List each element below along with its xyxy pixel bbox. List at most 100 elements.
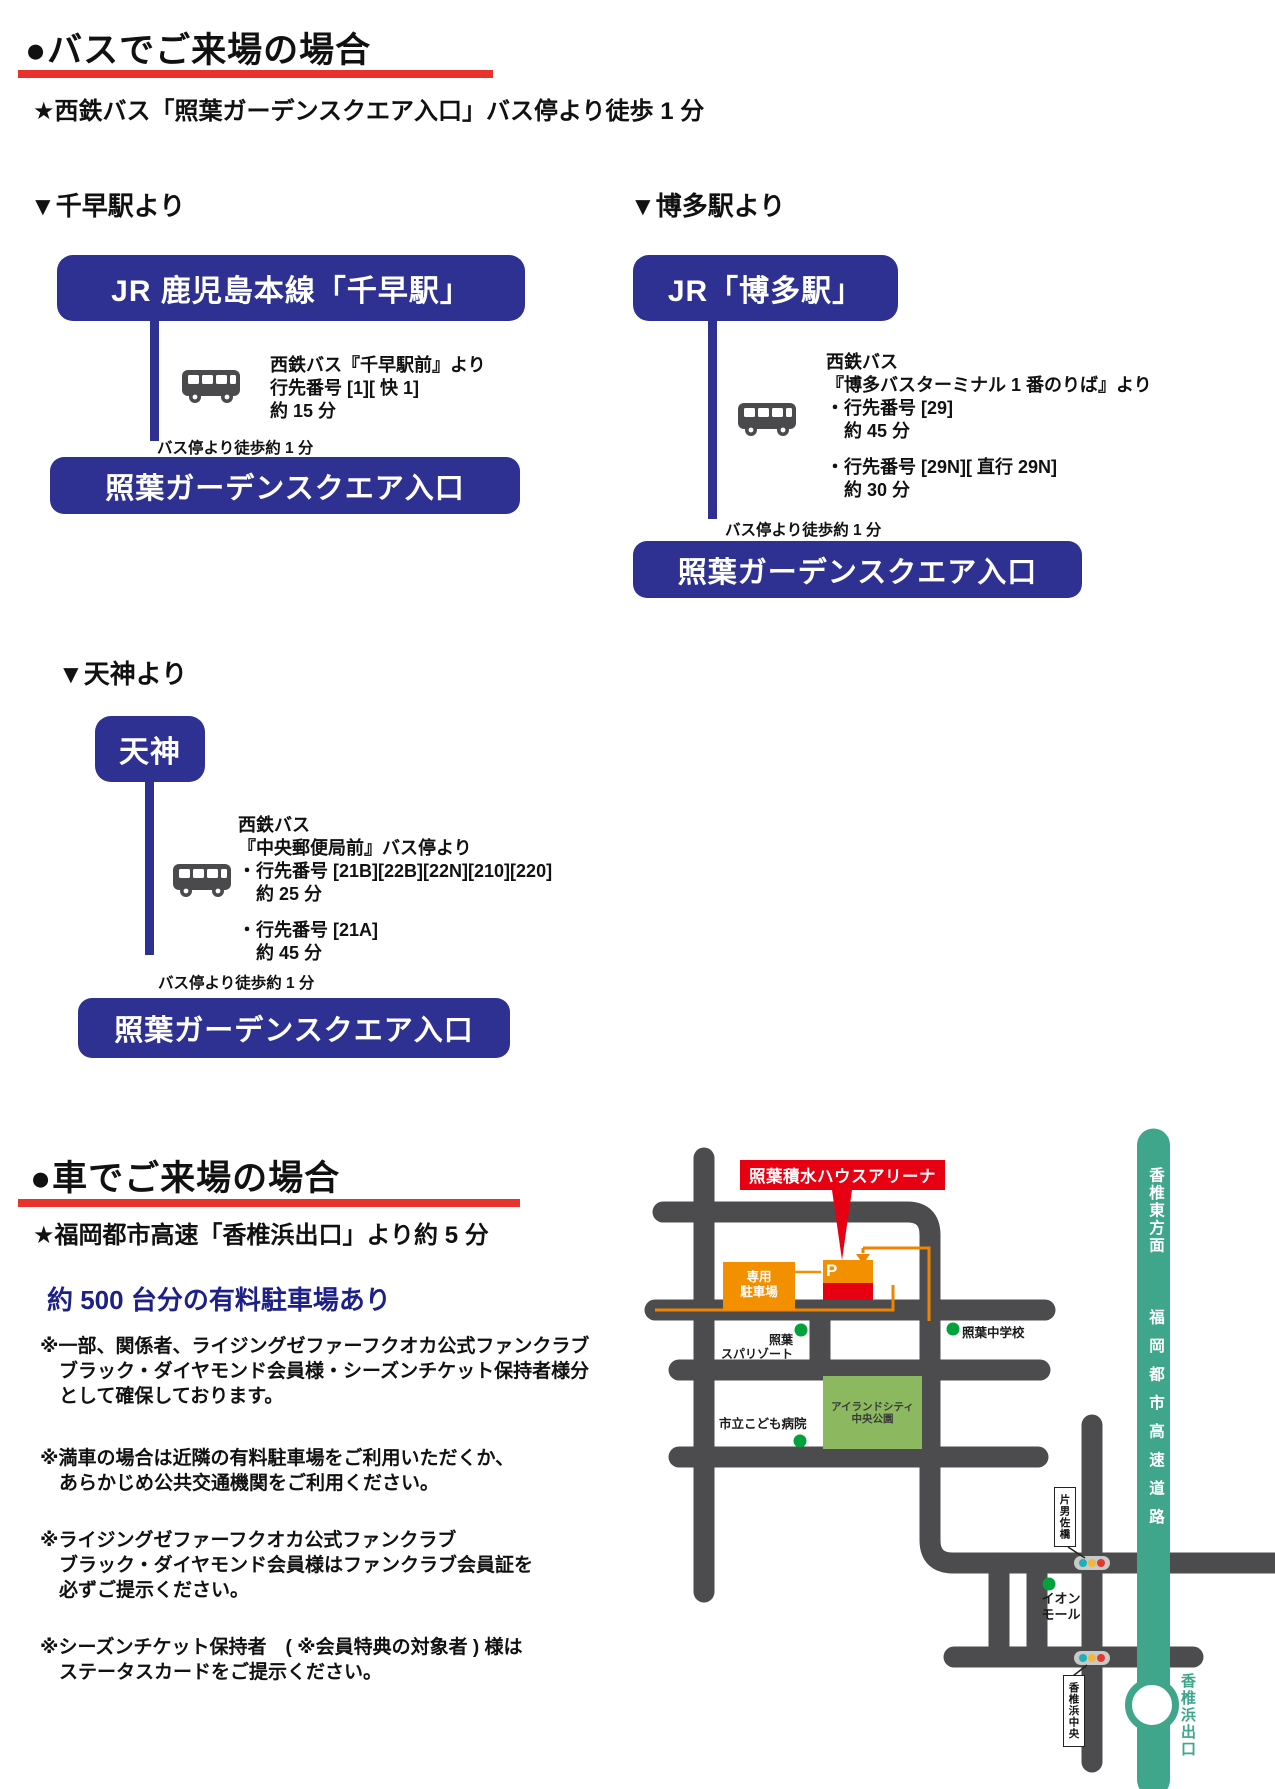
note-line: として確保しております。 <box>40 1386 284 1407</box>
label-line: 専用 <box>746 1270 772 1284</box>
highway-direction-label: 香椎東方面 <box>1147 1167 1164 1255</box>
info-line: 約 45 分 <box>238 943 323 963</box>
label-line: モール <box>1041 1607 1081 1622</box>
arena-building-top <box>823 1260 873 1283</box>
reserved-parking-label: 専用 駐車場 <box>723 1262 795 1310</box>
note-line: ※ライジングゼファーフクオカ公式ファンクラブ <box>40 1530 457 1551</box>
destination-text: 照葉ガーデンスクエア入口 <box>114 1015 474 1047</box>
school-label: 照葉中学校 <box>962 1326 1025 1340</box>
label-line: 照葉 <box>768 1333 793 1347</box>
car-section-heading: ●車でご来場の場合 <box>30 1159 341 1198</box>
route-chihaya-label: ▼千早駅より <box>30 191 186 221</box>
destination-text: 照葉ガーデンスクエア入口 <box>677 556 1038 589</box>
origin-text: 天神 <box>119 736 181 769</box>
route-hakata-origin: JR「博多駅」 <box>633 255 898 321</box>
route-tenjin-destination: 照葉ガーデンスクエア入口 <box>78 998 510 1058</box>
note-line: ブラック・ダイヤモンド会員様・シーズンチケット保持者様分 <box>40 1361 590 1382</box>
parking-capacity-text: 約 500 台分の有料駐車場あり <box>47 1285 391 1315</box>
note-line: ブラック・ダイヤモンド会員様はファンクラブ会員証を <box>40 1555 534 1576</box>
info-line: 西鉄バス『千早駅前』より <box>270 355 486 375</box>
info-line: 西鉄バス <box>826 352 898 372</box>
route-hakata-info: 西鉄バス 『博多バスターミナル 1 番のりば』より ・行先番号 [29] 約 4… <box>826 351 1152 502</box>
car-note-1: ※一部、関係者、ライジングゼファーフクオカ公式ファンクラブ ブラック・ダイヤモン… <box>40 1334 589 1409</box>
signal-name: 片男佐橋 <box>1058 1494 1071 1540</box>
info-line: ・行先番号 [21A] <box>238 920 379 940</box>
route-connector <box>150 321 159 441</box>
note-line: 必ずご提示ください。 <box>40 1580 250 1601</box>
note-line: ステータスカードをご提示ください。 <box>40 1662 383 1683</box>
hospital-dot-icon <box>793 1434 807 1448</box>
car-note-4: ※シーズンチケット保持者 ( ※会員特典の対象者 ) 様は ステータスカードをご… <box>40 1635 523 1685</box>
info-line: 西鉄バス <box>238 815 310 835</box>
note-line: あらかじめ公共交通機関をご利用ください。 <box>40 1473 440 1494</box>
car-section-note: ★福岡都市高速「香椎浜出口」より約 5 分 <box>33 1222 489 1249</box>
spot-dots <box>793 1322 1056 1591</box>
note-line: ※シーズンチケット保持者 ( ※会員特典の対象者 ) 様は <box>40 1637 523 1658</box>
label-line: アイランドシティ <box>831 1401 914 1413</box>
route-tenjin-origin: 天神 <box>95 716 205 782</box>
signal-name: 香椎浜中央 <box>1067 1682 1080 1740</box>
route-chihaya-origin: JR 鹿児島本線「千早駅」 <box>57 255 525 321</box>
hospital-label: 市立こども病院 <box>719 1417 807 1431</box>
note-line: ※満車の場合は近隣の有料駐車場をご利用いただくか、 <box>40 1448 515 1469</box>
exit-label: 香椎浜出口 <box>1179 1673 1196 1758</box>
info-line: ・行先番号 [29] <box>826 398 954 418</box>
label-line: 駐車場 <box>740 1285 778 1299</box>
map-roads <box>644 1147 1275 1773</box>
arena-label-text: 照葉積水ハウスアリーナ <box>749 1168 936 1186</box>
info-line: 行先番号 [1][ 快 1] <box>270 378 420 398</box>
bus-icon <box>737 399 797 442</box>
route-tenjin-info: 西鉄バス 『中央郵便局前』バス停より ・行先番号 [21B][22B][22N]… <box>238 814 552 965</box>
aeon-mall-label: イオン モール <box>1025 1591 1097 1623</box>
walk-note: バス停より徒歩約 1 分 <box>158 975 315 992</box>
map-graphic <box>644 1128 1275 1789</box>
label-line: イオン <box>1041 1591 1081 1606</box>
bus-icon <box>181 366 241 409</box>
access-map: 照葉積水ハウスアリーナ P 専用 駐車場 アイランドシティ 中央公園 照葉 スパ… <box>585 1009 1275 1789</box>
car-route-line <box>655 1246 931 1321</box>
red-rule <box>18 1199 520 1207</box>
info-line: 約 25 分 <box>238 884 323 904</box>
route-hakata-destination: 照葉ガーデンスクエア入口 <box>633 541 1082 598</box>
walk-note: バス停より徒歩約 1 分 <box>157 440 314 457</box>
spa-resort-label: 照葉 スパリゾート <box>703 1333 793 1361</box>
car-note-2: ※満車の場合は近隣の有料駐車場をご利用いただくか、 あらかじめ公共交通機関をご利… <box>40 1446 514 1496</box>
parking-p-mark: P <box>826 1261 838 1280</box>
route-tenjin-label: ▼天神より <box>58 659 188 689</box>
note-line: ※一部、関係者、ライジングゼファーフクオカ公式ファンクラブ <box>40 1336 590 1357</box>
central-park-label: アイランドシティ 中央公園 <box>823 1401 922 1425</box>
route-arrow-icon <box>856 1254 870 1264</box>
label-line: 中央公園 <box>851 1413 894 1425</box>
route-connector <box>145 782 154 955</box>
destination-text: 照葉ガーデンスクエア入口 <box>105 472 465 505</box>
route-chihaya-destination: 照葉ガーデンスクエア入口 <box>50 457 520 514</box>
arena-building-bottom <box>823 1283 873 1300</box>
info-line: 約 30 分 <box>826 480 911 500</box>
signal-leader-line <box>1072 1664 1088 1677</box>
route-hakata-label: ▼博多駅より <box>630 191 786 221</box>
info-line: 『中央郵便局前』バス停より <box>238 838 472 858</box>
bus-section-note: ★西鉄バス「照葉ガーデンスクエア入口」バス停より徒歩 1 分 <box>33 98 705 125</box>
signal-leader-line <box>1067 1546 1086 1559</box>
info-line: ・行先番号 [29N][ 直行 29N] <box>826 457 1058 477</box>
bus-section-heading: ●バスでご来場の場合 <box>25 31 372 70</box>
spa-dot-icon <box>794 1323 808 1337</box>
traffic-signal-icon <box>1074 1556 1110 1570</box>
school-dot-icon <box>946 1322 960 1336</box>
info-line: 『博多バスターミナル 1 番のりば』より <box>826 375 1152 395</box>
info-line: ・行先番号 [21B][22B][22N][210][220] <box>238 861 553 881</box>
bus-icon <box>172 860 232 903</box>
label-line: スパリゾート <box>720 1346 793 1361</box>
signal-label-kashiihama-chuo: 香椎浜中央 <box>1063 1675 1085 1747</box>
arena-label: 照葉積水ハウスアリーナ <box>740 1160 945 1190</box>
car-note-3: ※ライジングゼファーフクオカ公式ファンクラブ ブラック・ダイヤモンド会員様はファ… <box>40 1528 533 1603</box>
highway-name-label: 福岡都市高速道路 <box>1147 1309 1164 1537</box>
walk-note: バス停より徒歩約 1 分 <box>725 522 882 539</box>
arena-pointer-icon <box>832 1190 852 1260</box>
red-rule <box>18 70 493 78</box>
traffic-signal-icon <box>1074 1651 1110 1665</box>
info-line: 約 45 分 <box>826 421 911 441</box>
route-chihaya-info: 西鉄バス『千早駅前』より 行先番号 [1][ 快 1] 約 15 分 <box>270 354 486 423</box>
route-connector <box>708 321 717 519</box>
